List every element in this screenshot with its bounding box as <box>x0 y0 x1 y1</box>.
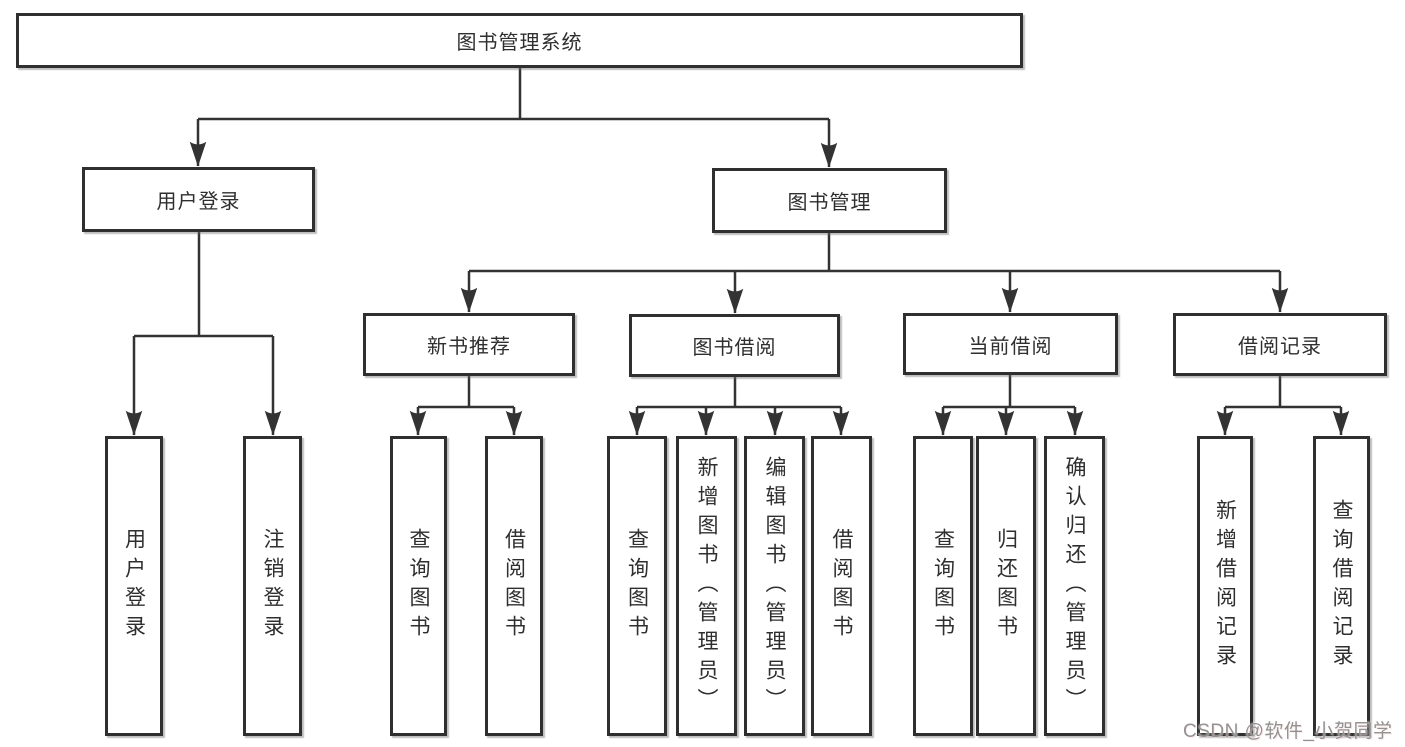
node-new-books: 新书推荐 <box>363 313 575 376</box>
node-current-borrow: 当前借阅 <box>903 313 1118 375</box>
leaf-query-books-borrow: 查询图书 <box>607 436 667 736</box>
node-book-mgmt: 图书管理 <box>712 168 947 233</box>
leaf-label: 确认归还（管理员） <box>1063 455 1086 717</box>
leaf-label: 新增借阅记录 <box>1213 499 1237 673</box>
leaf-label: 借阅图书 <box>830 528 853 644</box>
node-current-borrow-label: 当前借阅 <box>968 335 1053 358</box>
leaf-confirm-return-admin: 确认归还（管理员） <box>1044 436 1105 736</box>
leaf-query-borrow-record: 查询借阅记录 <box>1313 436 1370 736</box>
node-book-borrow-label: 图书借阅 <box>692 337 777 359</box>
node-borrow-records: 借阅记录 <box>1173 313 1387 376</box>
node-root: 图书管理系统 <box>16 13 1023 68</box>
node-user-login-label: 用户登录 <box>156 191 241 213</box>
leaf-label: 查询图书 <box>931 528 955 644</box>
leaf-user-login: 用户登录 <box>105 436 163 736</box>
leaf-logout: 注销登录 <box>243 436 302 736</box>
leaf-return-books: 归还图书 <box>976 436 1036 736</box>
leaf-label: 编辑图书（管理员） <box>763 455 786 717</box>
node-new-books-label: 新书推荐 <box>427 336 511 358</box>
leaf-label: 借阅图书 <box>502 528 526 644</box>
leaf-borrow-books: 借阅图书 <box>811 436 872 736</box>
leaf-label: 归还图书 <box>994 528 1018 644</box>
node-user-login: 用户登录 <box>82 167 315 232</box>
csdn-watermark: CSDN @软件_小贺同学 <box>1183 721 1393 742</box>
leaf-label: 注销登录 <box>261 528 284 644</box>
leaf-add-books-admin: 新增图书（管理员） <box>676 436 737 736</box>
leaf-edit-books-admin: 编辑图书（管理员） <box>744 436 805 736</box>
node-book-mgmt-label: 图书管理 <box>787 192 872 214</box>
leaf-label: 查询图书 <box>625 528 649 644</box>
leaf-label: 用户登录 <box>122 528 146 644</box>
node-root-label: 图书管理系统 <box>456 32 583 54</box>
leaf-add-borrow-record: 新增借阅记录 <box>1197 436 1253 736</box>
leaf-query-books-current: 查询图书 <box>913 436 973 736</box>
node-book-borrow: 图书借阅 <box>629 314 840 377</box>
leaf-label: 查询图书 <box>407 528 430 644</box>
leaf-query-books-newbooks: 查询图书 <box>390 436 447 736</box>
leaf-borrow-books-newbooks: 借阅图书 <box>485 436 543 736</box>
node-borrow-records-label: 借阅记录 <box>1238 336 1322 358</box>
leaf-label: 新增图书（管理员） <box>695 455 718 717</box>
leaf-label: 查询借阅记录 <box>1330 499 1353 673</box>
